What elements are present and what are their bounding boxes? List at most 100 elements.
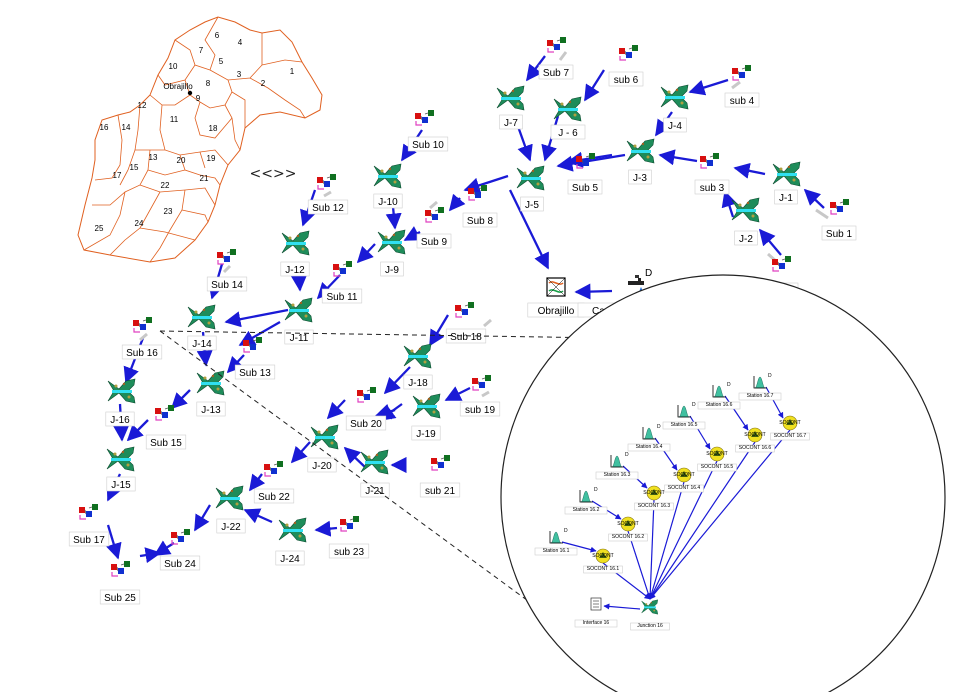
- junction-icon[interactable]: [377, 229, 406, 255]
- catchment-map: 1234567891011121314151617181920212223242…: [77, 16, 323, 263]
- network-link[interactable]: [170, 389, 191, 410]
- subbasin-icon[interactable]: [699, 152, 720, 169]
- junction-icon[interactable]: [187, 304, 216, 330]
- network-link[interactable]: [316, 274, 341, 300]
- network-link[interactable]: [444, 386, 471, 402]
- detail-socont-link[interactable]: [649, 460, 718, 600]
- network-link[interactable]: [314, 520, 338, 537]
- svg-text:sub 19: sub 19: [465, 405, 495, 416]
- map-number: 21: [200, 174, 209, 183]
- junction-icon[interactable]: [281, 230, 310, 256]
- subbasin-icon[interactable]: [731, 64, 752, 81]
- subbasin-icon[interactable]: [430, 454, 451, 471]
- network-link[interactable]: [429, 314, 449, 347]
- network-link[interactable]: [526, 55, 546, 82]
- network-link[interactable]: [374, 403, 396, 420]
- network-link[interactable]: [688, 78, 729, 96]
- socont-label: SOCONT 16.1: [583, 565, 623, 574]
- junction-label: J-16: [105, 411, 135, 427]
- network-link[interactable]: [326, 399, 346, 420]
- network-link[interactable]: [356, 243, 376, 264]
- subbasin-icon[interactable]: [216, 248, 237, 265]
- junction-icon[interactable]: [215, 485, 244, 511]
- network-link[interactable]: [733, 162, 766, 179]
- junction-icon[interactable]: [626, 138, 655, 164]
- interface-icon[interactable]: [590, 597, 602, 611]
- junction-icon[interactable]: [516, 165, 545, 191]
- network-link[interactable]: [224, 308, 289, 328]
- subbasin-icon[interactable]: [471, 374, 492, 391]
- detail-interface-link[interactable]: [603, 603, 641, 610]
- subbasin-label: Sub 13: [234, 364, 276, 380]
- detail-socont-link[interactable]: [649, 429, 791, 600]
- detail-station-link[interactable]: [724, 395, 749, 431]
- detail-socont-link[interactable]: [649, 441, 756, 600]
- subbasin-icon[interactable]: [424, 206, 445, 223]
- detail-station-link[interactable]: [765, 386, 784, 419]
- junction-icon[interactable]: [412, 393, 441, 419]
- detail-socont-link[interactable]: [647, 499, 655, 600]
- network-link[interactable]: [383, 366, 411, 395]
- svg-text:Sub 18: Sub 18: [450, 332, 482, 343]
- junction-label: J-5: [520, 196, 544, 212]
- network-link[interactable]: [803, 188, 825, 209]
- junction-icon[interactable]: [403, 343, 432, 369]
- network-link[interactable]: [249, 473, 266, 492]
- reservoir-label: Obrajillo: [527, 302, 585, 318]
- network-link[interactable]: [508, 189, 550, 270]
- network-link[interactable]: [721, 190, 738, 218]
- reservoir-icon[interactable]: [546, 277, 566, 297]
- network-link[interactable]: [463, 174, 509, 194]
- detail-socont-link[interactable]: [627, 530, 652, 600]
- network-link[interactable]: [139, 547, 162, 564]
- subbasin-icon[interactable]: [414, 109, 435, 126]
- network-link[interactable]: [290, 441, 311, 464]
- subbasin-icon[interactable]: [242, 336, 263, 353]
- subbasin-icon[interactable]: [618, 44, 639, 61]
- junction-icon[interactable]: [284, 297, 313, 323]
- map-number: 8: [206, 79, 211, 88]
- network-link[interactable]: [448, 193, 466, 212]
- subbasin-icon[interactable]: [546, 36, 567, 53]
- junction-icon[interactable]: [310, 424, 339, 450]
- junction-icon[interactable]: [496, 85, 525, 111]
- network-link[interactable]: [403, 226, 422, 242]
- subbasin-icon[interactable]: [332, 260, 353, 277]
- subbasin-icon[interactable]: [170, 528, 191, 545]
- subbasin-icon[interactable]: [316, 173, 337, 190]
- junction-icon[interactable]: [278, 517, 307, 543]
- network-link[interactable]: [556, 153, 626, 172]
- network-link[interactable]: [584, 69, 605, 102]
- subbasin-icon[interactable]: [132, 316, 153, 333]
- network-link[interactable]: [126, 419, 149, 442]
- svg-text:Sub 13: Sub 13: [239, 368, 271, 379]
- junction-icon[interactable]: [106, 446, 135, 472]
- network-link[interactable]: [194, 504, 211, 532]
- detail-station-link[interactable]: [654, 437, 678, 471]
- junction-icon[interactable]: [772, 161, 801, 187]
- subbasin-icon[interactable]: [110, 560, 131, 577]
- network-link[interactable]: [758, 228, 782, 256]
- subbasin-icon[interactable]: [356, 386, 377, 403]
- detail-socont-link[interactable]: [648, 481, 685, 600]
- junction-icon[interactable]: [360, 449, 389, 475]
- detail-station-link[interactable]: [689, 415, 711, 450]
- junction-icon[interactable]: [731, 197, 760, 223]
- network-link[interactable]: [658, 149, 698, 166]
- network-link[interactable]: [106, 524, 122, 560]
- network-link[interactable]: [123, 337, 145, 384]
- network-link[interactable]: [226, 354, 245, 374]
- subbasin-icon[interactable]: [154, 404, 175, 421]
- subbasin-icon[interactable]: [454, 301, 475, 318]
- subbasin-icon[interactable]: [263, 460, 284, 477]
- network-link[interactable]: [574, 283, 613, 300]
- junction-icon[interactable]: [660, 84, 689, 110]
- subbasin-icon[interactable]: [339, 515, 360, 532]
- network-link[interactable]: [343, 446, 367, 469]
- junction-icon[interactable]: [373, 163, 402, 189]
- subbasin-icon[interactable]: [78, 503, 99, 520]
- network-link[interactable]: [243, 508, 273, 524]
- junction-icon[interactable]: [107, 378, 136, 404]
- subbasin-icon[interactable]: [829, 198, 850, 215]
- detail-station-link[interactable]: [561, 541, 597, 553]
